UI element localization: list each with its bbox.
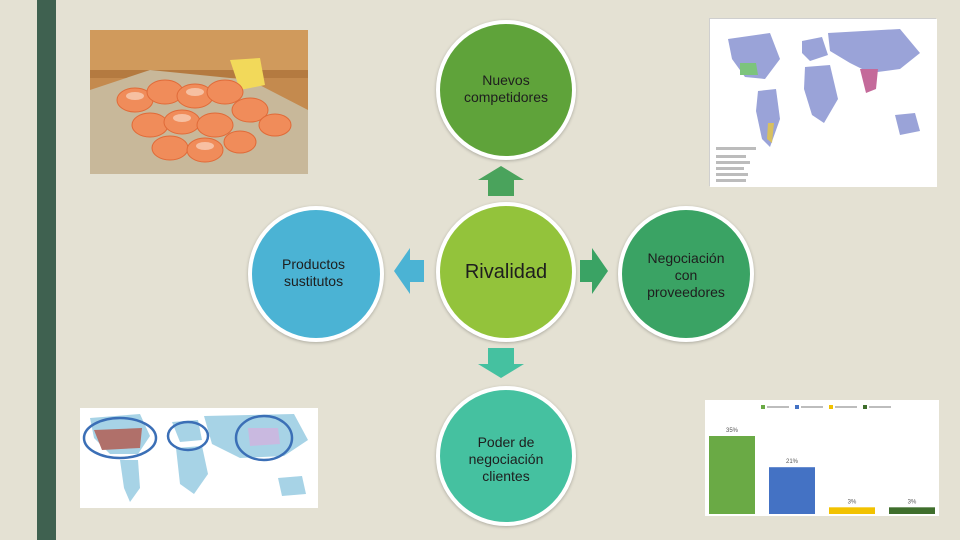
circle-new-competitors: Nuevos competidores — [436, 20, 576, 160]
chart-bar — [889, 507, 935, 514]
arrow-down-icon — [478, 348, 524, 378]
circle-rivalry: Rivalidad — [436, 202, 576, 342]
shrimp-photo — [90, 30, 308, 174]
supplier-negotiation-line-2: con — [674, 266, 698, 283]
circle-customer-bargaining-power: Poder de negociación clientes — [436, 386, 576, 526]
legend-swatch — [761, 405, 765, 409]
world-map — [709, 18, 937, 187]
arrow-up-icon — [478, 166, 524, 196]
chart-data-label: 3% — [848, 499, 857, 505]
substitute-products-line-1: Productos — [282, 256, 346, 272]
legend-entry — [869, 406, 891, 408]
substitute-products-line-2: sustitutos — [283, 272, 344, 289]
circle-substitute-products: Productos sustitutos — [248, 206, 384, 342]
chart-bar — [709, 436, 755, 514]
arrow-left-icon — [394, 248, 424, 294]
chart-bar — [769, 467, 815, 514]
arrow-right-icon — [580, 248, 608, 294]
new-competitors-line-2: competidores — [463, 88, 549, 105]
customer-power-line-2: negociación — [468, 450, 544, 467]
chart-bar — [829, 507, 875, 514]
rivalry-label: Rivalidad — [464, 261, 548, 283]
legend-swatch — [863, 405, 867, 409]
supplier-negotiation-line-1: Negociación — [647, 250, 725, 266]
legend-swatch — [795, 405, 799, 409]
chart-data-label: 3% — [908, 499, 917, 505]
legend-entry — [835, 406, 857, 408]
supplier-negotiation-line-3: proveedores — [647, 283, 725, 300]
chart-data-label: 21% — [786, 459, 799, 465]
customer-power-line-1: Poder de — [477, 434, 535, 450]
world-map-highlighted — [80, 408, 318, 508]
legend-entry — [801, 406, 823, 408]
circle-supplier-negotiation: Negociación con proveedores — [618, 206, 754, 342]
chart-data-label: 35% — [726, 428, 739, 434]
bar-chart: 35% 21% 3% 3% — [705, 400, 939, 516]
customer-power-line-3: clientes — [482, 467, 530, 484]
legend-entry — [767, 406, 789, 408]
legend-swatch — [829, 405, 833, 409]
new-competitors-line-1: Nuevos — [482, 72, 530, 88]
side-accent-bar — [37, 0, 56, 540]
